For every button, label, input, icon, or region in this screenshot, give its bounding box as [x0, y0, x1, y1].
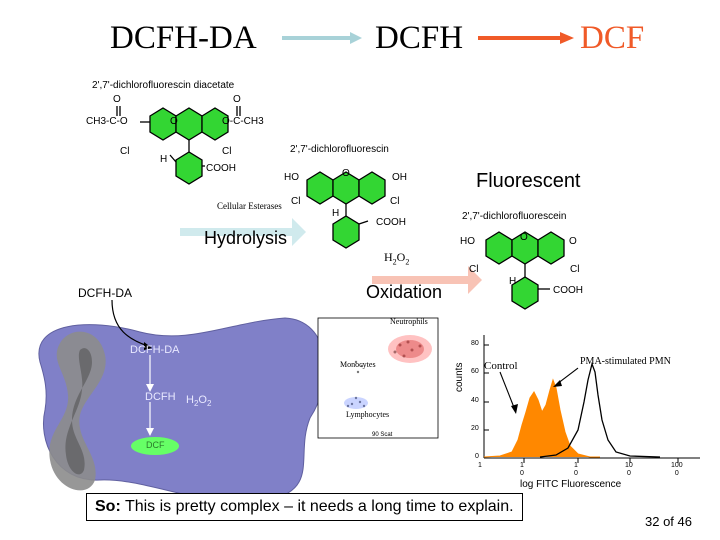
cell-h2o2-o: O [198, 394, 207, 406]
ytick-80: 80 [471, 340, 479, 347]
scatter-xlabel: 90 Scat [372, 432, 393, 438]
xtick-5: 100 0 [671, 462, 683, 478]
dcfh-ho: HO [284, 172, 299, 183]
xtick-2: 1 0 [520, 462, 524, 478]
cell-h2o2-h: H [186, 394, 194, 406]
caption-so: So: [95, 498, 121, 515]
h2o2-sub2: 2 [405, 257, 410, 267]
arrow-red [478, 32, 574, 44]
h2o2-sub1: 2 [392, 257, 397, 267]
dcfh-name: 2',7'-dichlorofluorescin [290, 144, 389, 155]
cell [38, 317, 326, 504]
oxidation-arrow [372, 266, 482, 294]
cell-h2o2-sub2: 2 [206, 399, 212, 409]
diacetate-h: H [160, 154, 168, 165]
dcf-cl-right: Cl [570, 264, 580, 275]
pma-label: PMA-stimulated PMN [580, 356, 671, 367]
dcfh-oh: OH [392, 172, 407, 183]
hydrolysis-label: Hydrolysis [204, 228, 288, 248]
dcfh-ring-o: O [342, 168, 350, 179]
dcfh-da-left-label: DCFH-DA [78, 286, 132, 300]
xtick-4-a: 10 [625, 462, 633, 469]
enzyme-label: Cellular Esterases [217, 201, 282, 211]
dcf-h: H [509, 276, 517, 287]
histogram [483, 335, 700, 463]
dcfh-cooh: COOH [376, 217, 406, 228]
step-dcfh-da: DCFH-DA [110, 20, 257, 56]
xtick-5-b: 0 [674, 470, 679, 477]
diacetate-cooh: COOH [206, 163, 236, 174]
scatter-lymphocytes: Lymphocytes [346, 410, 390, 419]
ytick-40: 40 [471, 397, 479, 404]
cell-dcfh: DCFH [145, 391, 176, 403]
diacetate-cl-left: Cl [120, 146, 130, 157]
step-dcfh: DCFH [375, 20, 464, 56]
cell-h2o2: H2O2 [186, 394, 211, 408]
diacetate-ring-o: O [170, 116, 178, 127]
page-number: 32 of 46 [645, 514, 692, 529]
xtick-5-a: 100 [671, 462, 683, 469]
xtick-1: 1 [478, 462, 482, 470]
diacetate-ester-right: O-C-CH3 [222, 116, 264, 127]
cell-entry-arrow [111, 299, 152, 350]
xtick-3-b: 0 [574, 470, 578, 477]
ytick-20: 20 [471, 425, 479, 432]
cell-h2o2-sub1: 2 [193, 399, 199, 409]
h2o2-label: H2O2 [384, 250, 409, 266]
cell-dcf: DCF [146, 440, 165, 450]
fluorescent-label: Fluorescent [476, 170, 581, 192]
xtick-4: 10 0 [625, 462, 633, 478]
xtick-2-b: 0 [520, 470, 524, 477]
dcf-name: 2',7'-dichlorofluorescein [462, 211, 567, 222]
arrow-gray [282, 32, 362, 44]
molecule-dcf [485, 231, 565, 310]
dcf-cooh: COOH [553, 285, 583, 296]
diacetate-o-left: O [113, 94, 121, 105]
ytick-60: 60 [471, 368, 479, 375]
xtick-3-a: 1 [574, 462, 578, 469]
pma-curve [539, 361, 661, 458]
h2o2-h: H [384, 250, 393, 264]
control-curve [483, 378, 600, 458]
h2o2-o: O [396, 250, 406, 264]
xtick-1-a: 1 [478, 462, 482, 469]
summary-caption: So: This is pretty complex – it needs a … [86, 493, 523, 521]
step-dcf: DCF [580, 20, 645, 56]
diacetate-ester-left: CH3-C-O [86, 116, 128, 127]
scatter-monocytes: Monocytes [340, 360, 376, 369]
molecule-dcfh [306, 171, 386, 249]
dcfh-cl-right: Cl [390, 196, 400, 207]
xtick-2-a: 1 [520, 462, 524, 469]
control-label: Control [484, 360, 518, 372]
dcfh-h: H [332, 208, 340, 219]
diacetate-cl-right: Cl [222, 146, 232, 157]
molecule-diacetate [116, 106, 241, 185]
dcf-o: O [569, 236, 577, 247]
hydrolysis-arrow [180, 218, 306, 246]
scatter-neutrophils: Neutrophils [390, 317, 428, 326]
dcf-ho: HO [460, 236, 475, 247]
scatter-plot [317, 317, 439, 439]
diacetate-name: 2',7'-dichlorofluorescin diacetate [92, 80, 235, 91]
xtick-4-b: 0 [626, 470, 631, 477]
caption-text: This is pretty complex – it needs a long… [120, 498, 514, 515]
cell-dcfhda: DCFH-DA [130, 344, 180, 356]
histogram-xlabel: log FITC Fluorescence [520, 479, 622, 490]
xtick-3: 1 0 [574, 462, 578, 478]
histogram-ylabel: counts [454, 362, 465, 392]
oxidation-label: Oxidation [366, 282, 443, 302]
diacetate-o-right: O [233, 94, 241, 105]
dcf-ring-o: O [520, 232, 528, 243]
dcf-cl-left: Cl [469, 264, 479, 275]
ytick-0: 0 [475, 453, 479, 460]
dcfh-cl-left: Cl [291, 196, 301, 207]
